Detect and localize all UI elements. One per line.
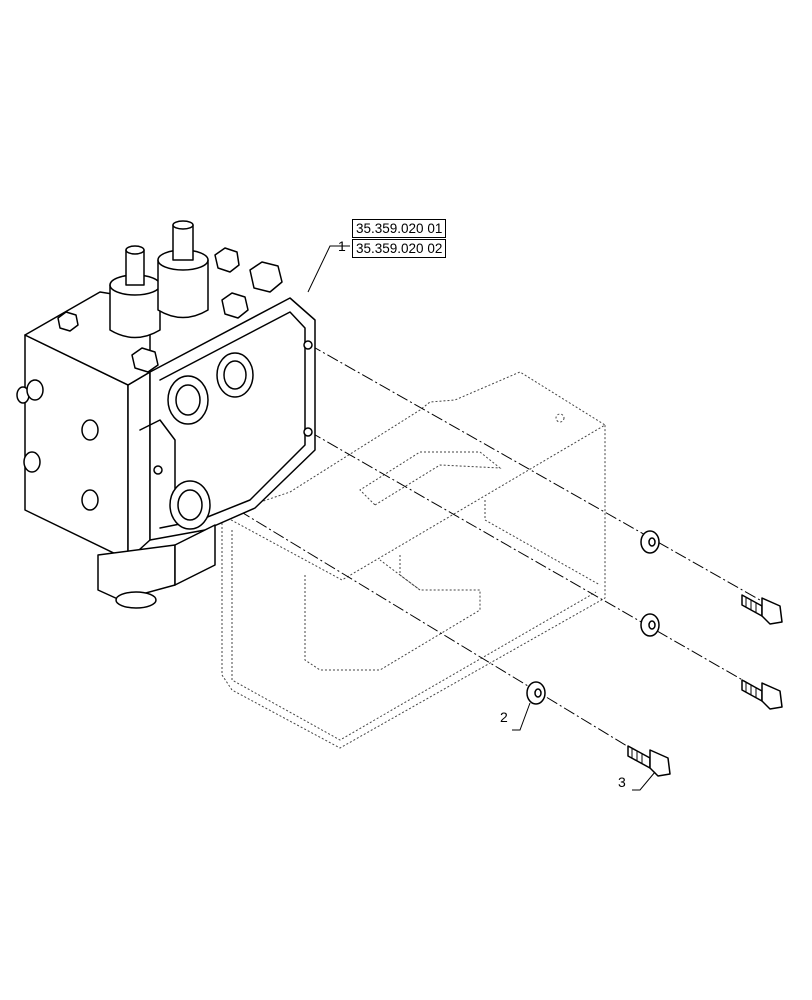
callout-1: 1 <box>338 238 346 254</box>
reference-box-2[interactable]: 35.359.020 02 <box>352 239 447 258</box>
callout-3: 3 <box>618 774 626 790</box>
washer-middle <box>640 613 660 637</box>
bolt-middle <box>741 679 783 710</box>
reference-box-1[interactable]: 35.359.020 01 <box>352 219 447 238</box>
bolt-lower <box>627 745 671 777</box>
mounting-bracket-phantom <box>220 371 606 749</box>
callout-2: 2 <box>500 709 508 725</box>
leader-lines <box>307 245 656 791</box>
assembly-center-lines <box>204 344 761 761</box>
control-valve-assembly <box>16 220 316 609</box>
washer-upper <box>640 530 660 554</box>
washer-lower <box>526 681 546 705</box>
bolt-upper <box>741 594 783 625</box>
